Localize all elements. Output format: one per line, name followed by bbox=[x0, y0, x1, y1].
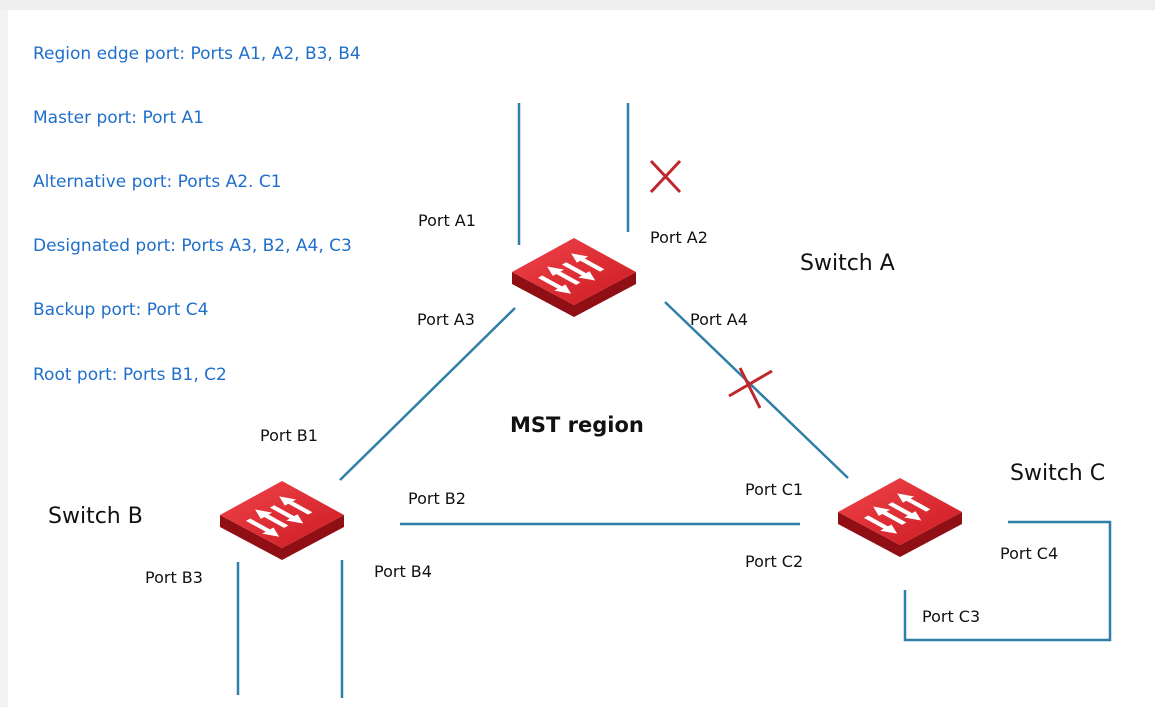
switch-b-label: Switch B bbox=[48, 504, 143, 529]
port-b1-label: Port B1 bbox=[260, 426, 318, 445]
link-c4-c3-loop bbox=[903, 520, 1112, 642]
port-c4-label: Port C4 bbox=[1000, 544, 1058, 563]
port-a4-label: Port A4 bbox=[690, 310, 748, 329]
switch-b-icon bbox=[220, 481, 344, 560]
port-c2-label: Port C2 bbox=[745, 552, 803, 571]
switch-a-icon bbox=[512, 238, 636, 317]
link-a4-c1 bbox=[664, 301, 849, 479]
legend-backup-port: Backup port: Port C4 bbox=[33, 300, 209, 320]
blocked-x-icon bbox=[649, 159, 682, 194]
port-b4-label: Port B4 bbox=[374, 562, 432, 581]
legend-master-port: Master port: Port A1 bbox=[33, 108, 204, 128]
legend-root-port: Root port: Ports B1, C2 bbox=[33, 365, 227, 385]
port-a3-label: Port A3 bbox=[417, 310, 475, 329]
port-a2-label: Port A2 bbox=[650, 228, 708, 247]
switch-a-label: Switch A bbox=[800, 251, 895, 276]
port-b3-label: Port B3 bbox=[145, 568, 203, 587]
left-border bbox=[0, 10, 8, 707]
port-c3-label: Port C3 bbox=[922, 607, 980, 626]
port-c1-label: Port C1 bbox=[745, 480, 803, 499]
switch-c-label: Switch C bbox=[1010, 461, 1105, 486]
legend-alternative-port: Alternative port: Ports A2. C1 bbox=[33, 172, 282, 192]
legend-designated-port: Designated port: Ports A3, B2, A4, C3 bbox=[33, 236, 352, 256]
legend-region-edge-port: Region edge port: Ports A1, A2, B3, B4 bbox=[33, 44, 361, 64]
link-a3-b1 bbox=[339, 307, 516, 481]
mst-region-label: MST region bbox=[510, 413, 644, 437]
port-b2-label: Port B2 bbox=[408, 489, 466, 508]
switch-c-icon bbox=[838, 478, 962, 557]
top-border bbox=[0, 0, 1155, 10]
link-lines bbox=[236, 103, 1112, 698]
blocked-link-x-icon bbox=[728, 367, 773, 409]
port-a1-label: Port A1 bbox=[418, 211, 476, 230]
